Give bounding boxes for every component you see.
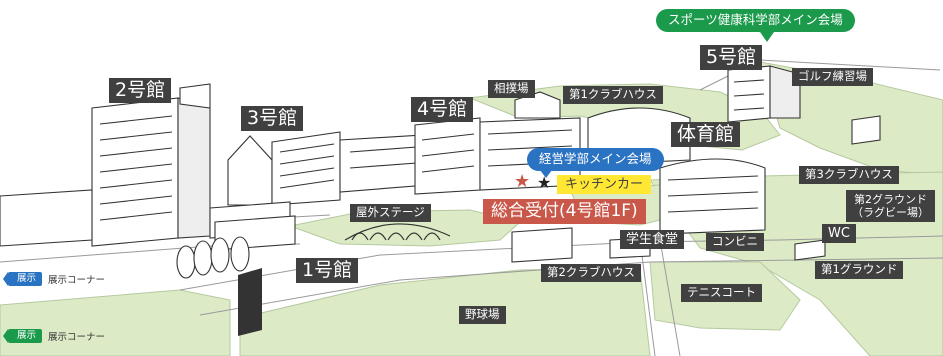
building-2-shape [0,83,211,247]
gym-shape [587,107,766,235]
label-cafeteria[interactable]: 学生食堂 [620,230,685,249]
label-outdoor-stage[interactable]: 屋外ステージ [350,204,431,222]
legend-badge-green: 展示 [2,329,43,343]
callout-sports-health[interactable]: スポーツ健康科学部メイン会場 [656,9,855,32]
label-golf[interactable]: ゴルフ練習場 [792,68,873,86]
building-5-shape [727,65,801,123]
label-ground-2-line1: 第2グラウンド [854,193,927,206]
legend-exhibit-green: 展示 展示コーナー [2,329,106,343]
label-club-house-2[interactable]: 第2クラブハウス [541,264,641,282]
kitchen-car-star-marker[interactable]: ★ [537,173,552,192]
lawn-west [0,289,231,356]
gate [238,268,262,336]
label-building-2[interactable]: 2号館 [109,78,172,103]
callout-kitchen-car[interactable]: キッチンカー [557,175,652,194]
reception-star-marker[interactable]: ★ [514,171,531,192]
label-ground-2[interactable]: 第2グラウンド （ラグビー場） [846,190,935,223]
east-small-shape [851,115,881,145]
label-building-5[interactable]: 5号館 [700,45,763,70]
label-baseball[interactable]: 野球場 [459,306,506,324]
callout-business-pointer [540,170,552,178]
label-tennis[interactable]: テニスコート [681,284,762,302]
label-ground-1[interactable]: 第1グラウンド [815,261,904,279]
trees [176,236,250,279]
label-ground-2-line2: （ラグビー場） [852,206,929,220]
callout-business[interactable]: 経営学部メイン会場 [527,148,664,171]
label-sumo[interactable]: 相撲場 [488,80,535,98]
legend-exhibit-blue: 展示 展示コーナー [2,272,106,286]
club-house-2-shape [511,227,573,263]
label-club-house-3[interactable]: 第3クラブハウス [799,166,899,184]
outdoor-stage-arches [344,223,451,241]
callout-sports-health-pointer [760,32,774,42]
label-building-3[interactable]: 3号館 [241,106,304,131]
label-convenience[interactable]: コンビニ [706,233,764,251]
label-gym[interactable]: 体育館 [671,122,741,147]
legend-badge-blue: 展示 [2,272,43,286]
legend-text-blue: 展示コーナー [48,275,106,286]
wc-shape [794,239,826,261]
label-wc[interactable]: WC [822,224,856,243]
label-club-house-1[interactable]: 第1クラブハウス [563,86,663,104]
callout-reception[interactable]: 総合受付(4号館1F) [483,199,646,224]
legend-text-green: 展示コーナー [48,332,106,343]
label-building-4[interactable]: 4号館 [411,97,474,122]
label-building-1[interactable]: 1号館 [296,258,359,283]
